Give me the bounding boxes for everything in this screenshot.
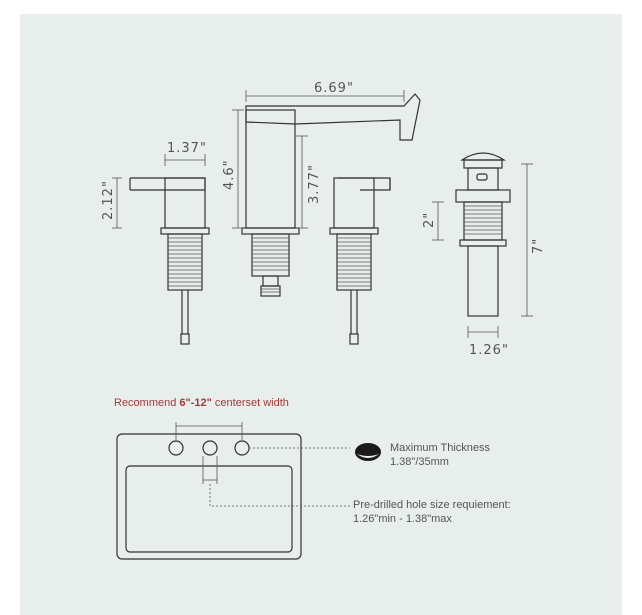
max-thickness-value: 1.38"/35mm [390,456,449,468]
right-handle [329,177,391,345]
thickness-icon [355,443,381,461]
left-handle-threads [167,233,203,291]
drain-height-label: 7" [531,238,546,254]
spout-threads [251,233,290,277]
spout: 6.69" 4.6" 3.77" [222,81,421,297]
handle-width-label: 1.37" [167,141,207,156]
faucet-spec-diagram: 1.37" 2.12" 6.69" 4.6" 3.77" [101,81,546,560]
max-thickness-label: Maximum Thickness [390,442,491,454]
spout-width-label: 6.69" [314,81,354,96]
drain-flange-label: 2" [422,212,437,228]
drain-threads [459,201,507,247]
spout-height-label: 4.6" [222,159,237,190]
hole-size-label: Pre-drilled hole size requiement: [353,499,511,511]
hole-left [168,440,184,456]
sink-top-view [116,422,350,560]
hole-center [202,440,218,456]
hole-size-value: 1.26"min - 1.38"max [353,513,452,525]
diagram-panel: 1.37" 2.12" 6.69" 4.6" 3.77" [20,14,622,615]
pop-up-drain: 2" 7" 1.26" [422,152,546,358]
left-handle: 1.37" 2.12" [101,141,210,345]
drain-diameter-label: 1.26" [469,343,509,358]
handle-height-label: 2.12" [101,180,116,220]
recommend-note: Recommend 6"-12" centerset width [114,397,289,409]
hole-right [234,440,250,456]
right-handle-height-label: 3.77" [307,164,322,204]
right-handle-threads [336,233,372,291]
